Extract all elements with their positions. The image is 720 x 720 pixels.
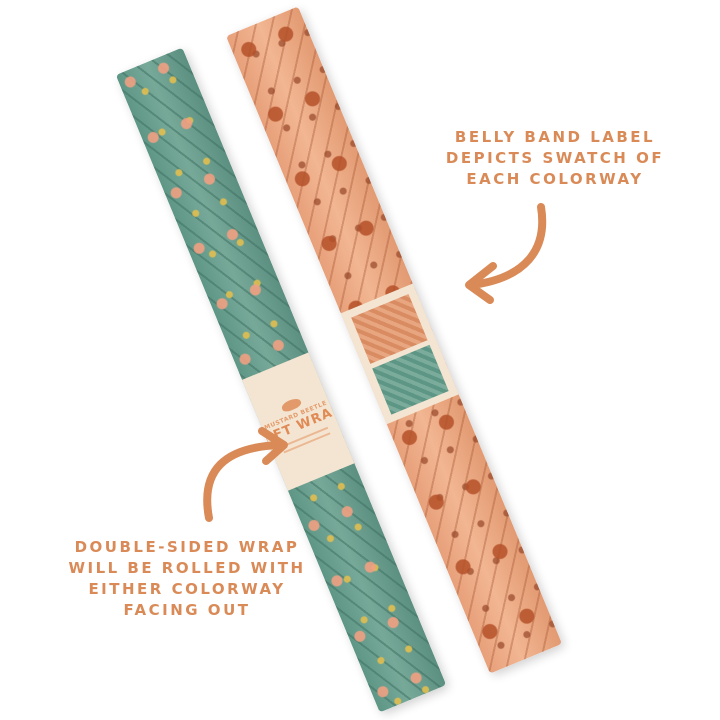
callout-line: Double-sided wrap — [74, 538, 300, 556]
callout-line: each colorway — [466, 170, 644, 188]
belly-band-label: MUSTARD BEETLE GIFT WRAP — [242, 352, 355, 491]
callout-line: depicts swatch of — [445, 149, 665, 167]
callout-line: either colorway — [88, 580, 286, 598]
arrow-top-icon — [465, 203, 547, 304]
callout-line: Belly band label — [454, 128, 656, 146]
callout-line: will be rolled with — [68, 559, 306, 577]
belly-band-swatches — [340, 283, 459, 425]
callout-belly-band: Belly band label depicts swatch of each … — [440, 127, 670, 190]
callout-line: facing out — [123, 601, 251, 619]
callout-double-sided: Double-sided wrap will be rolled with ei… — [62, 537, 312, 621]
